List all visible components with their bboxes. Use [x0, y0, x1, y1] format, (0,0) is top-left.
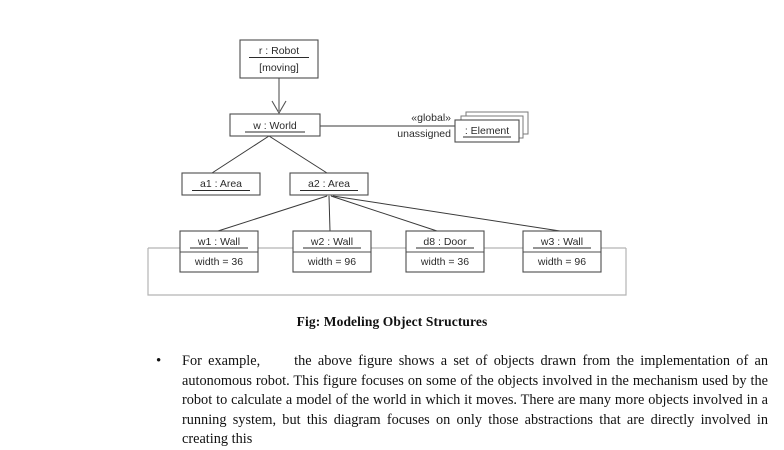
- node-robot-label: r : Robot: [259, 45, 299, 57]
- node-door8-attribute: width = 36: [420, 256, 469, 268]
- node-element[interactable]: : Element: [454, 111, 529, 143]
- node-world[interactable]: w : World: [229, 113, 321, 137]
- node-area2-label: a2 : Area: [308, 178, 350, 190]
- node-world-label: w : World: [252, 120, 297, 132]
- edge-area2-to-door8: [330, 195, 438, 232]
- node-element-label: : Element: [465, 125, 509, 137]
- node-door8[interactable]: d8 : Door width = 36: [405, 230, 485, 273]
- node-door8-label: d8 : Door: [423, 236, 467, 248]
- figure-caption: Fig: Modeling Object Structures: [296, 314, 488, 329]
- edge-area2-to-wall3: [332, 195, 561, 232]
- edge-world-to-area1: [211, 135, 270, 174]
- node-wall2[interactable]: w2 : Wall width = 96: [292, 230, 372, 273]
- edge-robot-to-world: [271, 78, 287, 115]
- node-wall3[interactable]: w3 : Wall width = 96: [522, 230, 602, 273]
- node-area2[interactable]: a2 : Area: [289, 172, 369, 196]
- paragraph-lead: For example,: [182, 353, 261, 369]
- edge-area2-to-wall1: [217, 195, 328, 232]
- edge-world-to-area2: [268, 135, 328, 174]
- node-wall1-label: w1 : Wall: [197, 236, 240, 248]
- node-robot[interactable]: r : Robot [moving]: [239, 39, 319, 79]
- paragraph-rest: the above figure shows a set of objects …: [182, 353, 768, 448]
- node-wall1[interactable]: w1 : Wall width = 36: [179, 230, 259, 273]
- node-wall3-attribute: width = 96: [537, 256, 586, 268]
- node-wall2-attribute: width = 96: [307, 256, 356, 268]
- edge-label-global: «global»: [411, 112, 451, 124]
- node-wall2-label: w2 : Wall: [310, 236, 353, 248]
- bullet-icon: •: [156, 353, 162, 369]
- edge-label-unassigned: unassigned: [397, 128, 451, 140]
- body-text-block: • For example,the above figure shows a s…: [152, 352, 768, 450]
- bullet-list-item: • For example,the above figure shows a s…: [152, 352, 768, 450]
- node-wall3-label: w3 : Wall: [540, 236, 583, 248]
- node-wall1-attribute: width = 36: [194, 256, 243, 268]
- edge-area2-to-wall2: [328, 195, 331, 232]
- object-structure-diagram: r : Robot [moving] w : World : Element «…: [147, 39, 627, 296]
- node-area1[interactable]: a1 : Area: [181, 172, 261, 196]
- node-robot-state: [moving]: [259, 62, 299, 74]
- node-area1-label: a1 : Area: [200, 178, 242, 190]
- bullet-paragraph: For example,the above figure shows a set…: [182, 352, 768, 450]
